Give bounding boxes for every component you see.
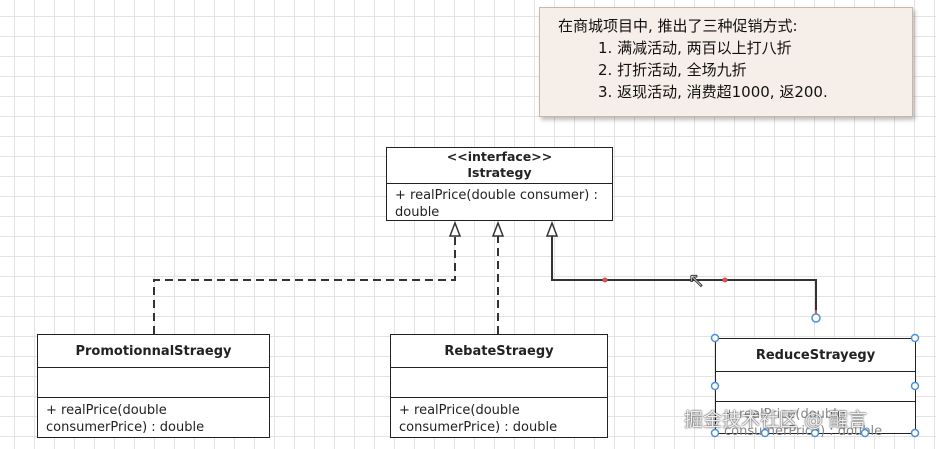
class-promotional-strategy[interactable]: PromotionnalStraegy + realPrice(double c… xyxy=(37,334,270,438)
note-item: 3. 返现活动, 消费超1000, 返200. xyxy=(598,83,828,101)
class-attributes xyxy=(716,372,915,402)
line-waypoint-handle[interactable] xyxy=(722,277,728,283)
class-header: <<interface>> Istrategy xyxy=(387,148,612,184)
operation-text: + realPrice(double xyxy=(724,407,845,422)
class-operations: + realPrice(double consumer) : double xyxy=(387,184,612,221)
class-name: PromotionnalStraegy xyxy=(38,335,269,368)
note-item: 2. 打折活动, 全场九折 xyxy=(598,61,747,79)
association-line-reduce[interactable] xyxy=(551,236,817,318)
mouse-cursor-icon: ↖ xyxy=(688,268,706,293)
operation-text: double xyxy=(395,205,440,220)
interface-stereotype: <<interface>> xyxy=(446,149,553,164)
class-attributes xyxy=(391,368,607,398)
interface-istrategy[interactable]: <<interface>> Istrategy + realPrice(doub… xyxy=(386,147,613,221)
class-operations: + realPrice(double consumerPrice) : doub… xyxy=(391,398,607,436)
class-operations: + realPrice(double consumerPrice) : doub… xyxy=(38,398,269,436)
operation-text: + realPrice(double xyxy=(399,403,520,418)
watermark-text: 掘金技术社区 @ 醒言 xyxy=(684,409,868,431)
operation-text: consumerPrice) : double xyxy=(399,420,558,435)
realization-line-promotional[interactable] xyxy=(153,236,456,334)
note-title: 在商城项目中, 推出了三种促销方式: xyxy=(558,17,798,35)
class-name: RebateStraegy xyxy=(391,335,607,368)
arrowhead-reduce xyxy=(545,220,559,237)
class-attributes xyxy=(38,368,269,398)
requirements-note[interactable]: 在商城项目中, 推出了三种促销方式: 1. 满减活动, 两百以上打八折 2. 打… xyxy=(539,7,913,117)
class-name: ReduceStrayegy xyxy=(716,339,915,372)
operation-text: consumerPrice) : double xyxy=(46,420,205,435)
line-end-handle[interactable] xyxy=(811,313,821,323)
realization-arrowhead-rebate xyxy=(491,220,505,237)
class-reduce-strategy[interactable]: ReduceStrayegy + realPrice(double consum… xyxy=(715,338,916,439)
operation-text: + realPrice(double consumer) : xyxy=(395,188,598,203)
class-rebate-strategy[interactable]: RebateStraegy + realPrice(double consume… xyxy=(390,334,608,438)
realization-arrowhead-promotional xyxy=(448,220,462,237)
line-waypoint-handle[interactable] xyxy=(602,277,608,283)
operation-text: + realPrice(double xyxy=(46,403,167,418)
class-name: Istrategy xyxy=(467,165,532,180)
note-item: 1. 满减活动, 两百以上打八折 xyxy=(598,39,792,57)
